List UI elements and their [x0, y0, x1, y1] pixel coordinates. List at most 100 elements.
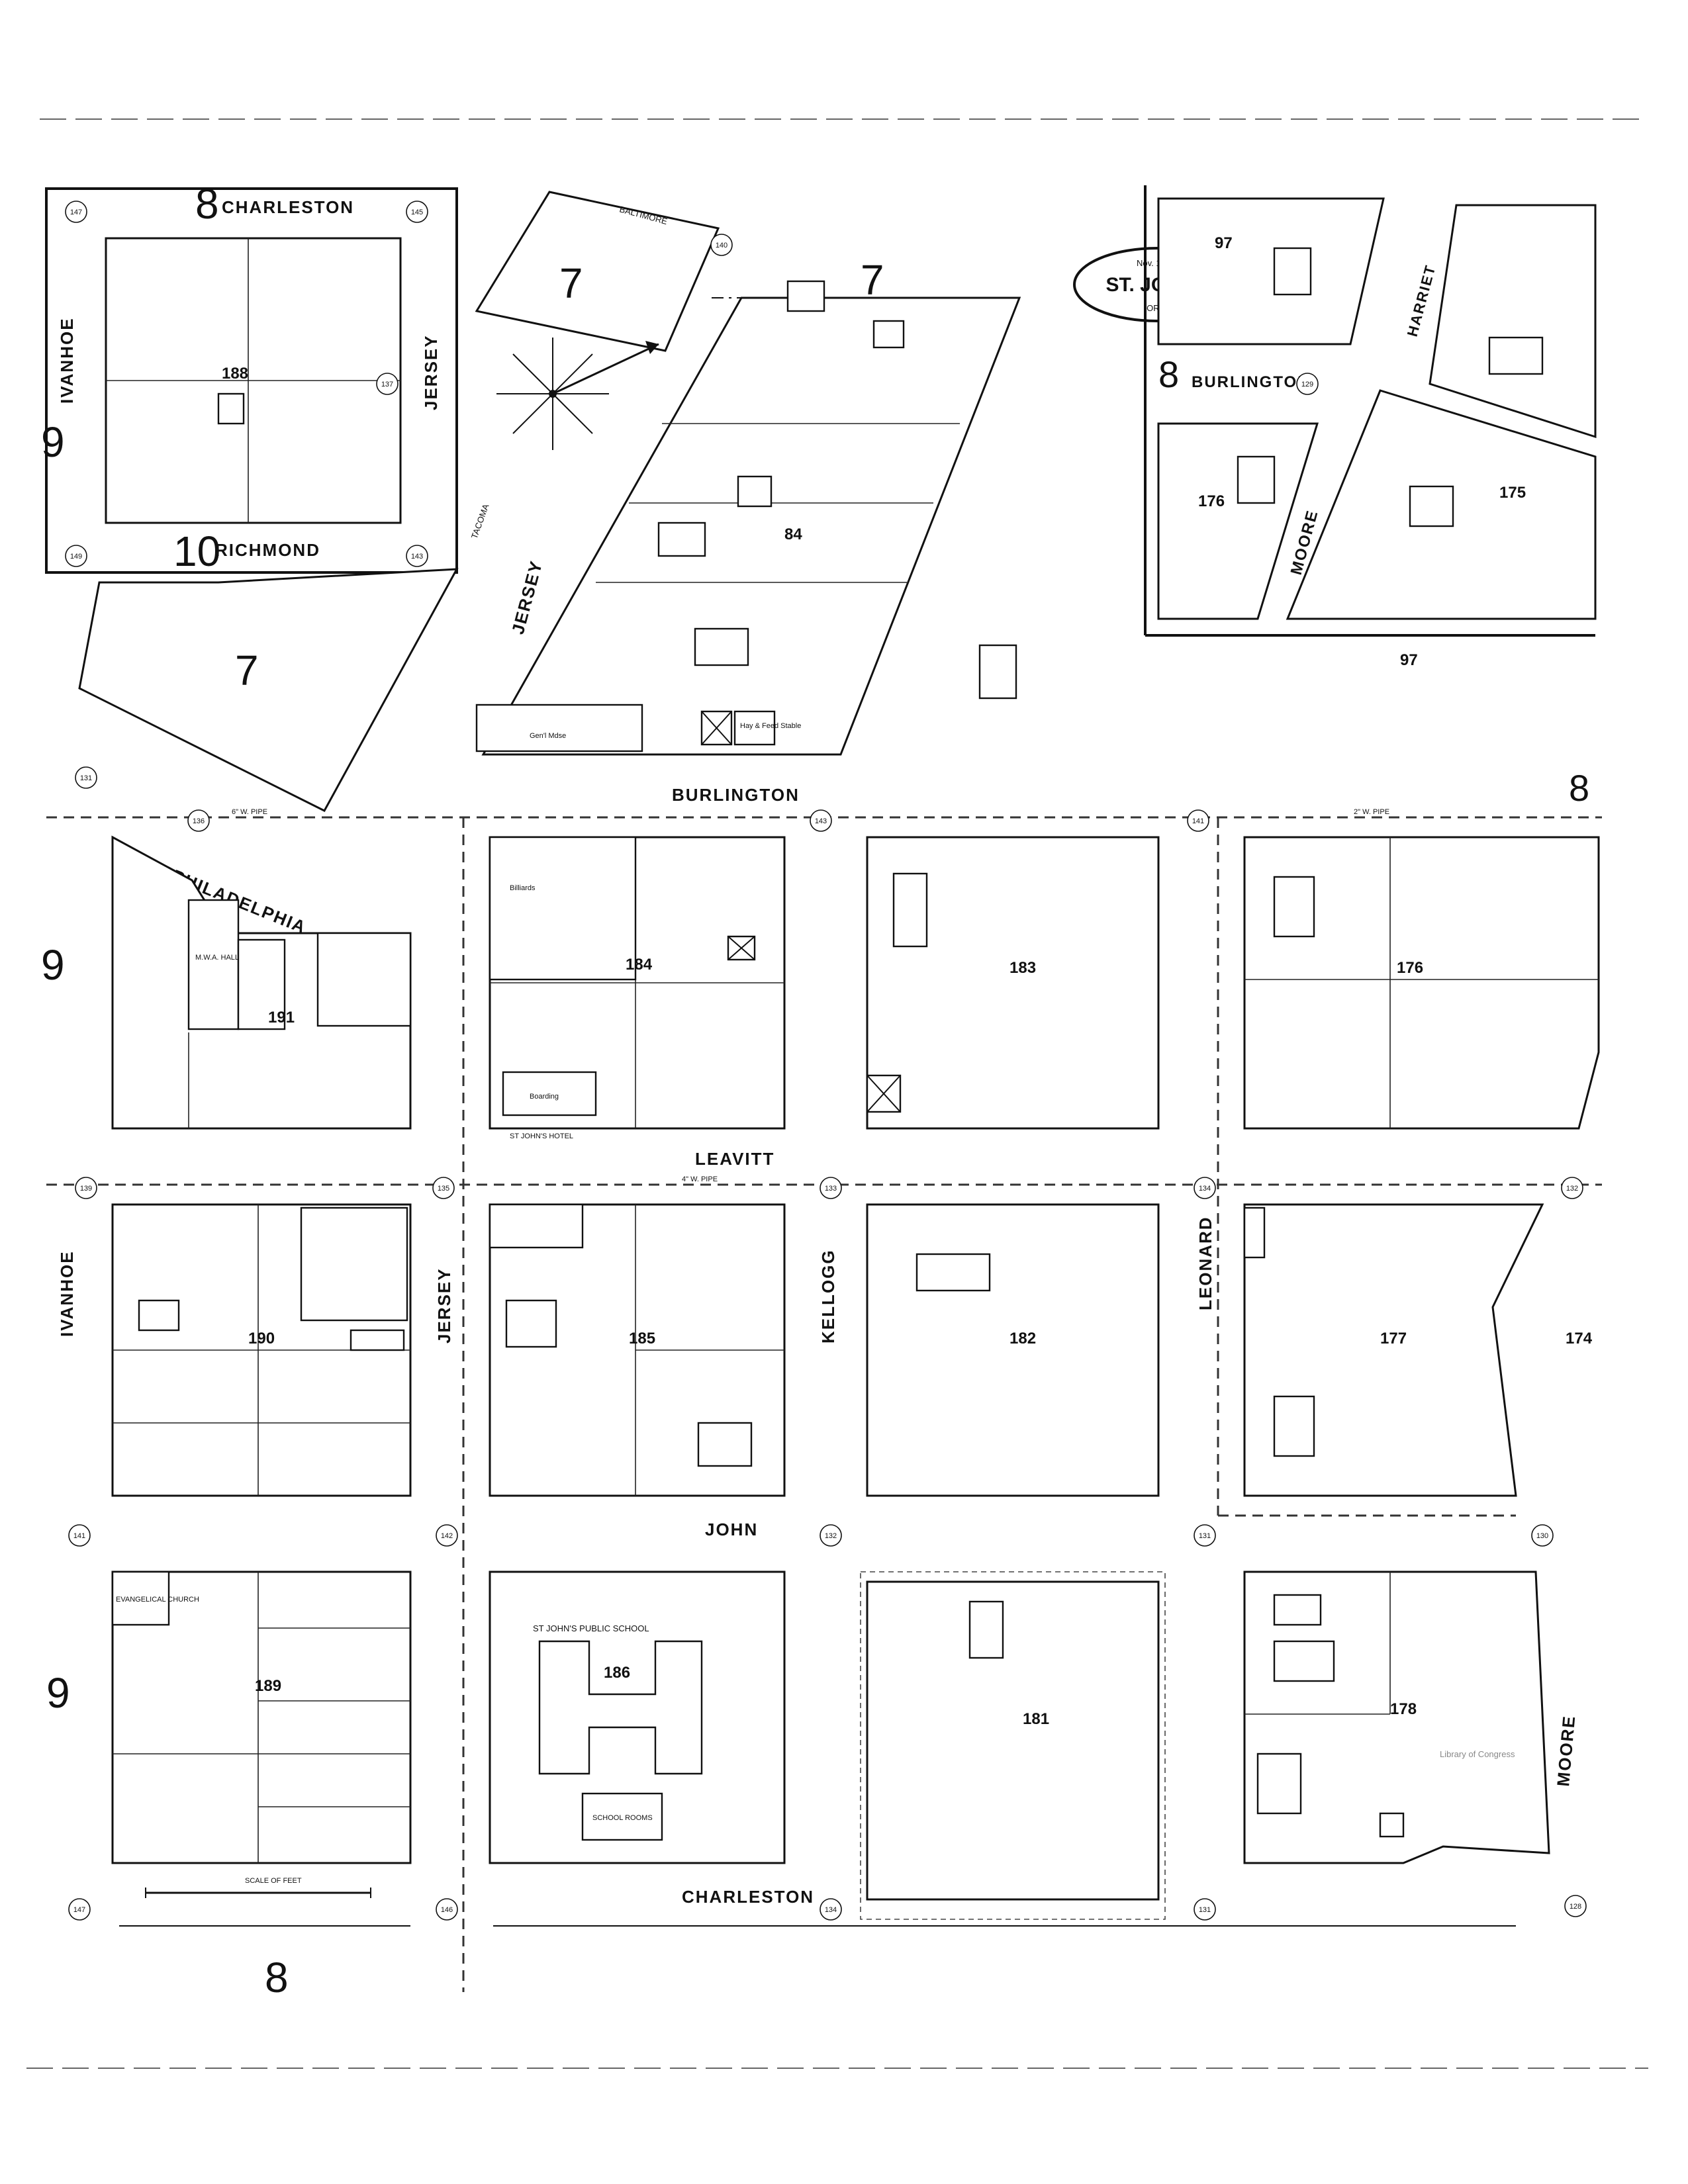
hydrant-circle — [436, 1898, 458, 1921]
label-boarding: Boarding — [530, 1093, 559, 1101]
block-177: 177 174 — [1243, 1203, 1593, 1497]
hydrant-circle — [1194, 1898, 1216, 1921]
hydrant-number: 140 — [716, 242, 727, 250]
block-190: 190 — [111, 1203, 412, 1497]
street-leonard: LEONARD — [1196, 1216, 1215, 1310]
block-181: 181 — [860, 1571, 1166, 1920]
street-jersey-diagonal: JERSEY — [508, 558, 547, 636]
street-leavitt: LEAVITT — [695, 1149, 774, 1169]
block-175-label: 175 — [1499, 484, 1526, 502]
block-174-label: 174 — [1566, 1330, 1593, 1347]
hydrant-number: 143 — [815, 817, 827, 825]
hydrant-number: 130 — [1536, 1532, 1548, 1540]
block-185-label: 185 — [629, 1330, 655, 1347]
pipe-label-2w: 2" W. PIPE — [1354, 808, 1389, 816]
hydrant-number: 136 — [193, 817, 205, 825]
block-84-label: 84 — [784, 525, 802, 543]
adjoining-area-7-left — [78, 568, 459, 812]
hydrant-circle — [406, 201, 428, 223]
adjoining-sheet-8-inset: 8 — [1158, 353, 1179, 395]
block-183: 183 — [866, 836, 1160, 1130]
label-gen-mdse: Gen'l Mdse — [530, 732, 566, 740]
street-ivanhoe-top: IVANHOE — [57, 317, 77, 404]
street-moore-main: MOORE — [1553, 1714, 1579, 1787]
label-billiards: Billiards — [510, 884, 536, 892]
scale-bar: SCALE OF FEET — [145, 1877, 371, 1898]
hydrant-number: 146 — [441, 1906, 453, 1914]
hydrant-circle — [65, 545, 87, 567]
street-john: JOHN — [705, 1520, 758, 1539]
hydrant-circle — [68, 1898, 91, 1921]
adjoining-sheet-9-bottom: 9 — [46, 1669, 70, 1717]
hydrant-number: 143 — [411, 553, 423, 561]
block-190-label: 190 — [248, 1330, 275, 1347]
street-richmond: RICHMOND — [215, 540, 320, 560]
hydrant-number: 137 — [381, 381, 393, 388]
block-186-label: 186 — [604, 1664, 630, 1682]
street-harriet: HARRIET — [1404, 263, 1439, 338]
inset-block-188: 188 8 CHARLESTON 9 IVANHOE JERSEY 10 RIC… — [41, 180, 458, 575]
block-182: 182 — [866, 1203, 1160, 1497]
hydrant-number: 131 — [80, 774, 92, 782]
street-burlington: BURLINGTON — [672, 785, 800, 805]
hydrant-circle — [187, 809, 210, 832]
hydrant-circle — [1187, 809, 1209, 832]
adjoining-sheet-9-mid: 9 — [41, 941, 65, 989]
hydrant-number: 141 — [1192, 817, 1204, 825]
hydrant-circle — [436, 1524, 458, 1547]
block-186: ST JOHN'S PUBLIC SCHOOL 186 SCHOOL ROOMS — [489, 1570, 786, 1864]
hydrant-number: 131 — [1199, 1906, 1211, 1914]
hydrant-number: 147 — [70, 208, 82, 216]
block-188-label: 188 — [222, 365, 248, 383]
hydrant-circle — [1561, 1177, 1583, 1199]
block-189-label: 189 — [255, 1677, 281, 1695]
north-arrow-compass — [496, 338, 659, 450]
adjoining-sheet-7-mid: 7 — [861, 256, 884, 304]
inset-blocks-175-176: 8 97 8 BURLINGTON HARRIET 176 MOORE 175 … — [1144, 185, 1597, 669]
label-evangelical-church: EVANGELICAL CHURCH — [116, 1596, 199, 1604]
street-charleston-bottom: CHARLESTON — [682, 1887, 814, 1907]
hydrant-circle — [1194, 1524, 1216, 1547]
hydrant-circle — [820, 1898, 842, 1921]
label-hay-feed: Hay & Feed Stable — [740, 722, 801, 730]
hydrant-circle — [406, 545, 428, 567]
label-mwa-hall: M.W.A. HALL — [195, 954, 239, 962]
adjoining-sheet-8-right: 8 — [1569, 767, 1589, 809]
street-tacoma: TACOMA — [469, 502, 491, 540]
hydrant-number: 149 — [70, 553, 82, 561]
hydrant-number: 129 — [1301, 381, 1313, 388]
street-ivanhoe-main: IVANHOE — [57, 1250, 77, 1337]
block-183-label: 183 — [1009, 959, 1036, 977]
library-of-congress-stamp: Library of Congress — [1440, 1749, 1515, 1759]
hydrant-number: 131 — [1199, 1532, 1211, 1540]
label-public-school: ST JOHN'S PUBLIC SCHOOL — [533, 1623, 649, 1633]
block-191: M.W.A. HALL 191 — [111, 835, 412, 1130]
hydrant-circle — [1296, 373, 1319, 395]
hydrant-number: 132 — [1566, 1185, 1578, 1193]
hydrant-number: 135 — [438, 1185, 449, 1193]
hydrant-number: 142 — [441, 1532, 453, 1540]
hydrant-circle — [810, 809, 832, 832]
block-185: 185 — [489, 1203, 786, 1497]
street-burlington-inset: BURLINGTON — [1192, 373, 1311, 391]
hydrant-number: 132 — [825, 1532, 837, 1540]
pipe-label-4w: 4" W. PIPE — [682, 1175, 718, 1183]
label-st-johns-hotel: ST JOHN'S HOTEL — [510, 1132, 573, 1140]
adjoining-sheet-9-top: 9 — [41, 418, 65, 466]
block-97-top-label: 97 — [1215, 234, 1233, 252]
adjoining-sheet-10-label: 10 — [173, 527, 220, 575]
street-kellogg: KELLOGG — [818, 1249, 838, 1343]
hydrant-circle — [75, 1177, 97, 1199]
block-182-label: 182 — [1009, 1330, 1036, 1347]
block-191-label: 191 — [268, 1009, 295, 1026]
street-jersey-top: JERSEY — [421, 334, 441, 410]
pipe-label-6w: 6" W. PIPE — [232, 808, 267, 816]
block-184: Billiards Boarding 184 ST JOHN'S HOTEL — [489, 836, 786, 1140]
hydrant-number: 141 — [73, 1532, 85, 1540]
block-177-label: 177 — [1380, 1330, 1407, 1347]
diagonal-block-84: 7 BALTIMORE 7 84 Gen'l Mdse Hay & Feed S… — [469, 191, 1021, 756]
hydrant-circle — [65, 201, 87, 223]
hydrant-number: 145 — [411, 208, 423, 216]
hydrant-circle — [1531, 1524, 1554, 1547]
